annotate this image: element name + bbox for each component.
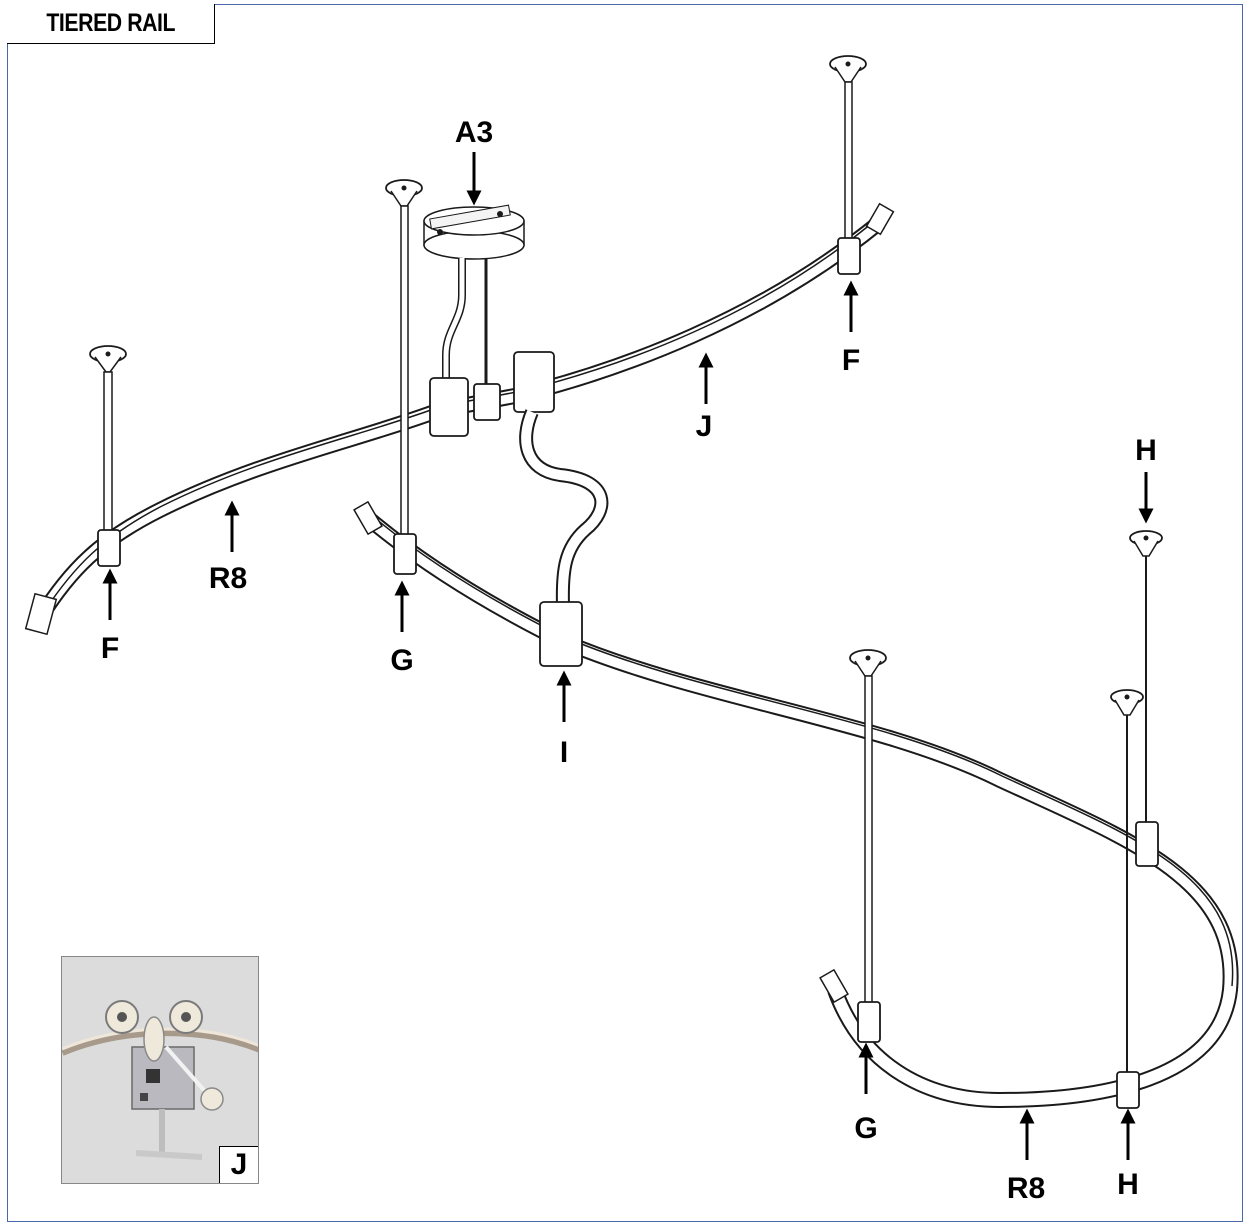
suspension-rod-f-left xyxy=(89,345,127,567)
diagram-frame xyxy=(7,4,1243,1222)
lower-rail xyxy=(353,500,1239,1109)
label-h-bottom: H xyxy=(1117,1168,1139,1201)
label-a3: A3 xyxy=(455,116,493,149)
label-g-left: G xyxy=(390,644,413,677)
rail-end-cap xyxy=(353,500,383,536)
feed-connectors xyxy=(429,351,555,437)
label-h-top: H xyxy=(1135,434,1157,467)
diagram-title: TIERED RAIL xyxy=(46,9,175,37)
suspension-cable-h-bottom xyxy=(1110,689,1144,1109)
flexible-connector xyxy=(519,409,609,667)
inset-photo-j: J xyxy=(61,956,259,1184)
suspension-rod-g-right xyxy=(849,649,887,1043)
label-f-right: F xyxy=(842,344,860,377)
rail-end-cap xyxy=(24,592,58,636)
rail-end-cap xyxy=(865,202,895,236)
rail-end-cap xyxy=(819,968,849,1004)
suspension-rod-f-right xyxy=(829,55,867,275)
label-f-left: F xyxy=(101,632,119,665)
suspension-rod-g-left xyxy=(385,179,423,575)
label-r8-bottom: R8 xyxy=(1007,1172,1045,1205)
label-i: I xyxy=(560,736,568,769)
diagram-title-box: TIERED RAIL xyxy=(7,4,215,44)
callout-arrows xyxy=(102,152,1154,1160)
carrier-photo-illustration xyxy=(62,957,258,1183)
label-j: J xyxy=(696,410,713,443)
ceiling-mount-a3 xyxy=(423,204,525,385)
inset-label: J xyxy=(219,1146,258,1183)
label-r8-top: R8 xyxy=(209,562,247,595)
suspension-cable-h-top xyxy=(1129,530,1163,867)
label-g-right: G xyxy=(854,1112,877,1145)
